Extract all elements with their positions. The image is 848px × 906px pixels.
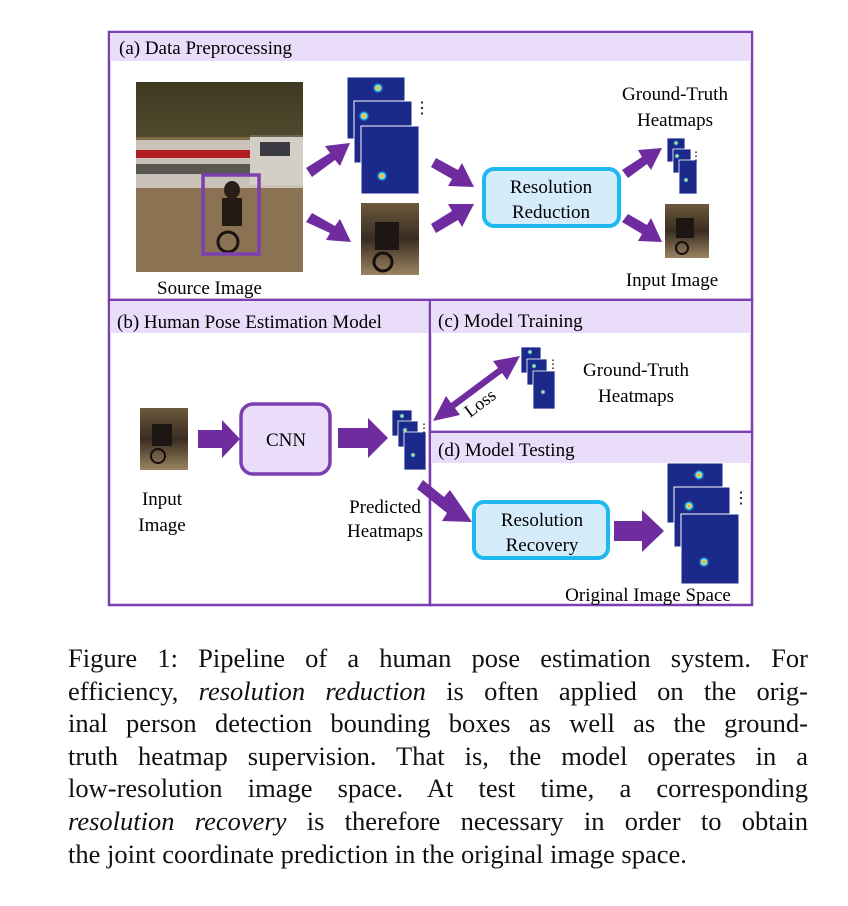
- panel-c: (c) Model Training: [428, 298, 754, 434]
- panel-d-title: (d) Model Testing: [438, 440, 575, 461]
- resolution-recovery-box: Resolution Recovery: [472, 500, 610, 560]
- caption-line-3: inal person detection bounding boxes as …: [68, 708, 808, 739]
- input-image-b: [140, 408, 188, 470]
- gt-heatmap-stack-c: [520, 346, 556, 410]
- figure-caption: Figure 1: Pipeline of a human pose estim…: [68, 642, 808, 870]
- gt-heatmaps-a-label-1: Ground-Truth: [622, 84, 728, 105]
- ellipsis-d: ⋮: [733, 490, 749, 507]
- input-image-a: [665, 204, 709, 258]
- cropped-person-image: [361, 203, 419, 275]
- caption-line-2: efficiency, resolution reduction is ofte…: [68, 675, 808, 706]
- gt-heatmaps-a-label-2: Heatmaps: [637, 110, 713, 131]
- arrow-to-crop-icon: [306, 213, 351, 242]
- input-image-b-label-2: Image: [138, 515, 185, 536]
- input-image-b-label-1: Input: [142, 489, 183, 510]
- pipeline-figure: (a) Data Preprocessing Source Image ⋮: [107, 30, 754, 607]
- resolution-reduction-box: Resolution Reduction: [482, 167, 621, 228]
- gt-heatmaps-c-label-2: Heatmaps: [598, 386, 674, 407]
- ellipsis-a2: ⋮: [690, 149, 702, 163]
- lowres-heatmap-stack-a: [666, 137, 698, 195]
- svg-text:Resolution: Resolution: [501, 510, 584, 531]
- arrow-into-reduction-1-icon: [431, 158, 474, 187]
- person-bounding-box: [201, 173, 261, 256]
- loss-double-arrow-icon: [433, 356, 520, 421]
- cnn-box: CNN: [239, 402, 332, 476]
- arrow-to-cnn-icon: [198, 420, 240, 458]
- arrow-to-recovery-icon: [417, 480, 472, 522]
- ellipsis-a1: ⋮: [414, 100, 430, 117]
- caption-line-1: Figure 1: Pipeline of a human pose estim…: [68, 643, 808, 673]
- panel-a-title: (a) Data Preprocessing: [119, 38, 293, 59]
- panel-c-title: (c) Model Training: [438, 311, 583, 332]
- hires-heatmap-stack-a: [346, 76, 420, 195]
- arrow-to-heatmaps-icon: [306, 143, 350, 177]
- predicted-heatmaps-label-1: Predicted: [349, 497, 421, 518]
- caption-line-7: the joint coordinate prediction in the o…: [68, 838, 687, 869]
- svg-text:CNN: CNN: [266, 430, 306, 451]
- svg-text:Reduction: Reduction: [512, 202, 591, 223]
- predicted-heatmaps-label-2: Heatmaps: [347, 521, 423, 542]
- source-image: [136, 82, 303, 272]
- arrow-to-gt-heatmaps-icon: [622, 148, 662, 178]
- arrow-into-reduction-2-icon: [431, 204, 474, 233]
- arrow-from-cnn-icon: [338, 418, 388, 458]
- arrow-to-input-image-icon: [622, 214, 662, 242]
- original-image-space-label: Original Image Space: [565, 585, 731, 606]
- source-image-label: Source Image: [157, 278, 262, 299]
- caption-line-5: low-resolution image space. At test time…: [68, 773, 808, 804]
- gt-heatmaps-c-label-1: Ground-Truth: [583, 360, 689, 381]
- panel-b-title: (b) Human Pose Estimation Model: [117, 312, 382, 333]
- svg-text:Recovery: Recovery: [506, 535, 579, 556]
- arrow-from-recovery-icon: [614, 510, 664, 552]
- hires-heatmap-stack-d: [666, 462, 740, 585]
- caption-line-4: truth heatmap supervision. That is, the …: [68, 740, 808, 771]
- svg-text:Resolution: Resolution: [510, 177, 593, 198]
- predicted-heatmap-stack: [391, 409, 427, 471]
- input-image-a-label: Input Image: [626, 270, 718, 291]
- ellipsis-b: ⋮: [418, 421, 430, 435]
- caption-line-6: resolution recovery is therefore necessa…: [68, 805, 808, 836]
- ellipsis-c: ⋮: [547, 357, 559, 371]
